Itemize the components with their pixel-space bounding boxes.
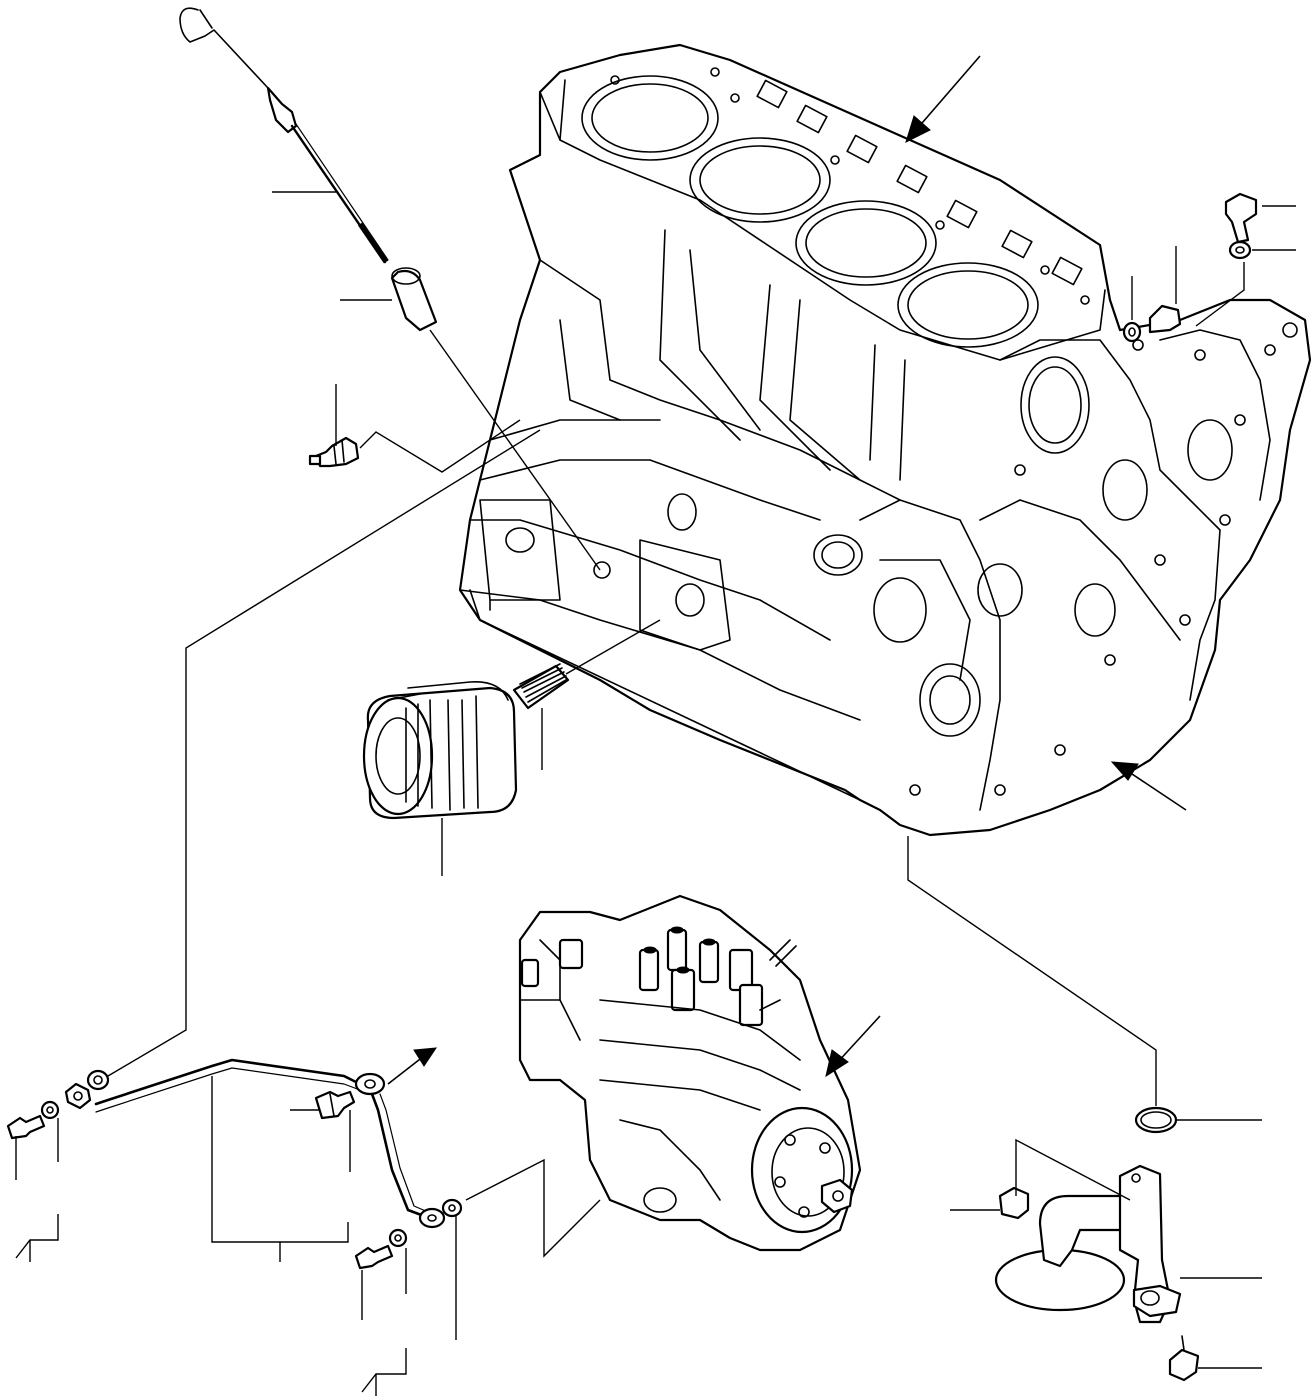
- banjo-bolt: [6, 1114, 46, 1140]
- cylinder-bore-4: [897, 262, 1039, 348]
- arrow-oil-pipe: [387, 1055, 425, 1085]
- cylinder-block-outline: [458, 43, 1312, 837]
- dipstick-handle: [179, 7, 269, 89]
- flange-bolt: [1148, 304, 1182, 334]
- pump-drive-nut: [820, 1178, 854, 1214]
- washer: [354, 1072, 386, 1096]
- cylinder-bore-3: [795, 200, 937, 286]
- oil-pressure-switch: [308, 419, 521, 473]
- flange-bolt: [998, 1186, 1030, 1220]
- washer: [441, 1198, 463, 1218]
- pump-drive-gear: [750, 1106, 854, 1234]
- arrow-injection-pump: [835, 1015, 881, 1065]
- callout-leaders: [15, 191, 1296, 1396]
- washer: [388, 1228, 408, 1248]
- cylinder-block: [458, 43, 1312, 837]
- dipstick-guide-tube: [390, 267, 601, 571]
- washer: [86, 1069, 110, 1091]
- flange-bolt: [1224, 192, 1258, 244]
- washer: [1122, 321, 1142, 343]
- o-ring: [1134, 1106, 1178, 1134]
- fuel-injection-pump: [518, 894, 862, 1252]
- threaded-stud: [512, 619, 661, 710]
- cylinder-bore-1: [581, 75, 719, 161]
- banjo-bolt: [354, 1244, 394, 1270]
- washer: [40, 1100, 60, 1120]
- flange-bolts-right: [998, 192, 1258, 1382]
- direction-arrows: [387, 55, 1187, 1085]
- oil-strainer: [994, 1164, 1182, 1324]
- oil-pipe: [94, 1058, 429, 1218]
- washer: [1228, 240, 1252, 260]
- pipe-fittings: [6, 1069, 463, 1270]
- arrow-block-front: [1125, 769, 1187, 811]
- arrow-cylinder-block: [915, 55, 981, 131]
- cylinder-bore-2: [689, 137, 831, 223]
- banjo-bolt: [314, 1090, 356, 1120]
- flange-bolt: [1168, 1348, 1200, 1382]
- oil-filter: [362, 681, 518, 820]
- oil-dipstick: [179, 7, 389, 264]
